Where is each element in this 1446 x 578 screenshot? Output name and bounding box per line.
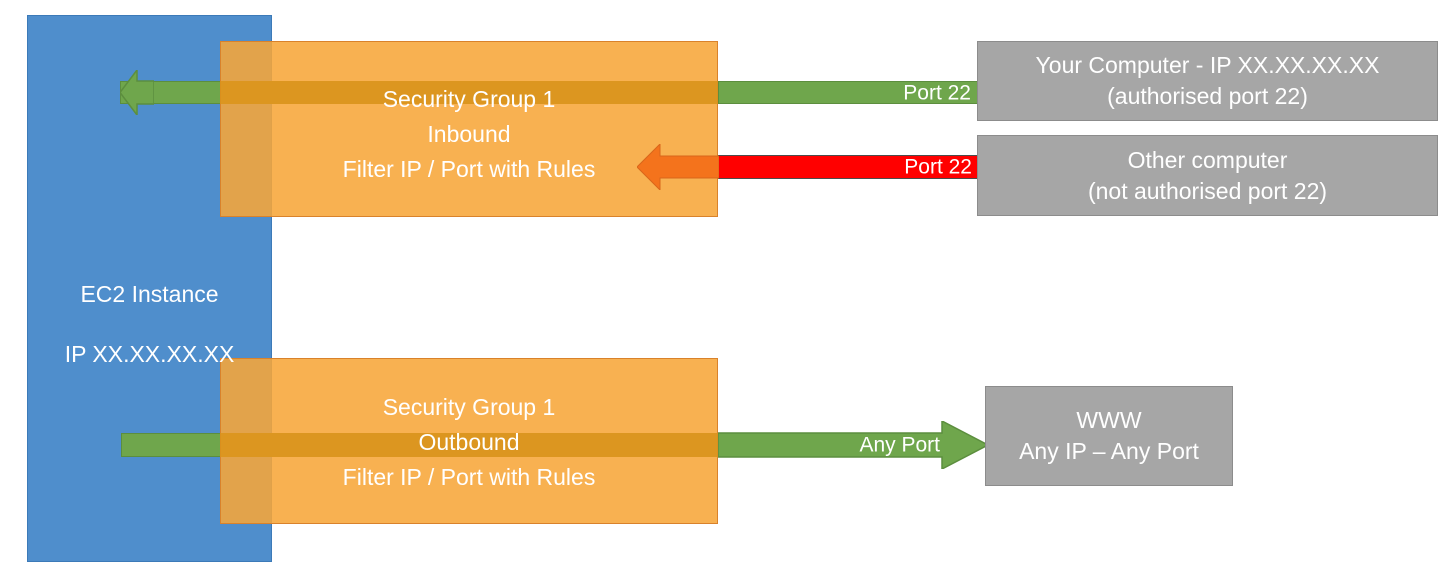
inbound-allowed-arrowhead-icon: [119, 67, 155, 118]
outbound-allowed-arrow-icon: Any Port: [718, 421, 988, 469]
endpoint-other-computer-box: Other computer (not authorised port 22): [977, 135, 1438, 216]
your-computer-line1: Your Computer - IP XX.XX.XX.XX: [1035, 52, 1380, 78]
outbound-allowed-port-label: Any Port: [859, 433, 940, 457]
endpoint-www-box: WWW Any IP – Any Port: [985, 386, 1233, 486]
www-line2: Any IP – Any Port: [1019, 438, 1199, 464]
ec2-instance-label: EC2 Instance IP XX.XX.XX.XX: [27, 249, 272, 399]
inbound-blocked-connector: Port 22: [718, 155, 978, 179]
inbound-blocked-arrowhead-icon: [636, 142, 720, 192]
other-computer-line2: (not authorised port 22): [1087, 177, 1328, 204]
inbound-allowed-connector: Port 22: [718, 81, 978, 104]
security-group-inbound-box: [220, 41, 718, 217]
www-line1: WWW: [1076, 407, 1142, 433]
ec2-ip: IP XX.XX.XX.XX: [64, 341, 235, 367]
endpoint-your-computer-box: Your Computer - IP XX.XX.XX.XX (authoris…: [977, 41, 1438, 121]
inbound-blocked-port-label: Port 22: [904, 155, 972, 179]
inbound-allowed-port-label: Port 22: [903, 81, 971, 104]
security-group-outbound-box: [220, 358, 718, 524]
ec2-name: EC2 Instance: [80, 281, 219, 307]
other-computer-line1: Other computer: [1127, 146, 1288, 173]
your-computer-line2: (authorised port 22): [1107, 83, 1308, 109]
